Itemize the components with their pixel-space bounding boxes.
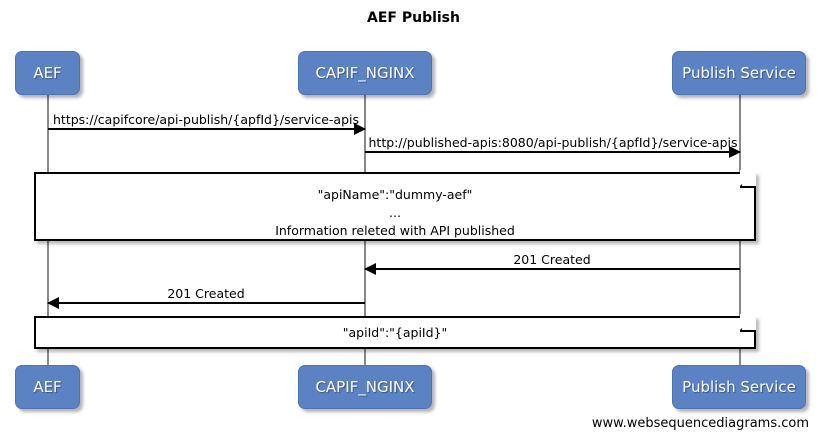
arrowhead-left-icon: [364, 263, 376, 275]
message-arrow-3: [364, 263, 740, 275]
actor-box-aef-top[interactable]: AEF: [15, 51, 80, 95]
message-arrow-4: [47, 297, 365, 309]
arrowhead-right-icon: [729, 146, 741, 158]
note-fold-corner-icon: [740, 170, 756, 188]
actor-label-aef-top: AEF: [33, 64, 62, 82]
actor-label-publish-service-bottom: Publish Service: [682, 378, 796, 396]
actor-label-publish-service-top: Publish Service: [682, 64, 796, 82]
actor-label-capif-nginx-bottom: CAPIF_NGINX: [315, 378, 415, 396]
diagram-title: AEF Publish: [367, 10, 460, 26]
actor-label-capif-nginx-top: CAPIF_NGINX: [315, 64, 415, 82]
note-line: "apiName":"dummy-aef": [317, 187, 473, 202]
note-line: Information releted with API published: [275, 223, 515, 238]
note-response-payload: "apiId":"{apiId}": [34, 314, 756, 349]
message-label-2: http://published-apis:8080/api-publish/{…: [368, 135, 738, 150]
message-label-1: https://capifcore/api-publish/{apfId}/se…: [53, 112, 359, 127]
message-arrow-1: [48, 123, 366, 135]
actor-label-aef-bottom: AEF: [33, 378, 62, 396]
note-fold-corner-icon: [740, 314, 756, 332]
note-line: ...: [389, 205, 401, 220]
arrowhead-right-icon: [354, 123, 366, 135]
message-arrow-2: [365, 146, 741, 158]
actor-box-publish-service-bottom[interactable]: Publish Service: [672, 365, 806, 409]
note-line: "apiId":"{apiId}": [342, 325, 448, 340]
arrowhead-left-icon: [47, 297, 59, 309]
message-label-4: 201 Created: [167, 286, 245, 301]
note-request-payload: "apiName":"dummy-aef" ... Information re…: [34, 170, 756, 241]
actor-box-capif-nginx-top[interactable]: CAPIF_NGINX: [298, 51, 432, 95]
note-request-payload-body: "apiName":"dummy-aef" ... Information re…: [36, 186, 754, 240]
watermark-credit: www.websequencediagrams.com: [591, 416, 809, 431]
actor-box-capif-nginx-bottom[interactable]: CAPIF_NGINX: [298, 365, 432, 409]
actor-box-publish-service-top[interactable]: Publish Service: [672, 51, 806, 95]
actor-box-aef-bottom[interactable]: AEF: [15, 365, 80, 409]
message-label-3: 201 Created: [513, 252, 591, 267]
note-response-payload-body: "apiId":"{apiId}": [36, 318, 754, 347]
